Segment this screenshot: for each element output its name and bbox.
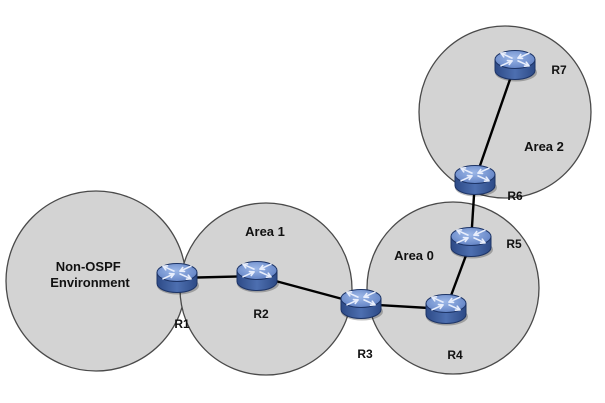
router-label-r3: R3 [357,347,373,361]
router-r5[interactable] [450,227,493,259]
router-r6[interactable] [454,165,497,197]
area-2 [418,25,592,199]
router-r2[interactable] [236,261,279,293]
router-label-r5: R5 [506,237,522,251]
router-label-r2: R2 [253,307,269,321]
area-label-1: Area 1 [245,224,285,239]
area-label-0: Area 0 [394,248,434,263]
router-label-r4: R4 [447,348,463,362]
router-r7[interactable] [494,50,537,82]
router-r4[interactable] [425,294,468,326]
router-arrows-icon [242,263,272,278]
router-labels-layer: R1 R2 R3 R4 R5 R6 R7 [174,63,567,362]
router-r1[interactable] [156,263,199,295]
router-arrows-icon [162,265,192,280]
routers-layer [156,50,537,326]
router-arrows-icon [431,296,461,311]
router-arrows-icon [456,229,486,244]
router-arrows-icon [500,52,530,67]
router-label-r7: R7 [551,63,567,77]
area-label-non-ospf: Non-OSPF Environment [50,259,130,290]
router-r3[interactable] [340,289,383,321]
router-label-r6: R6 [507,189,523,203]
link-r6-r7 [473,64,517,181]
router-label-r1: R1 [174,317,190,331]
router-arrows-icon [346,291,376,306]
area-labels-layer: Non-OSPF Environment Area 1 Area 0 Area … [50,139,564,290]
area-label-2: Area 2 [524,139,564,154]
router-arrows-icon [460,167,490,182]
